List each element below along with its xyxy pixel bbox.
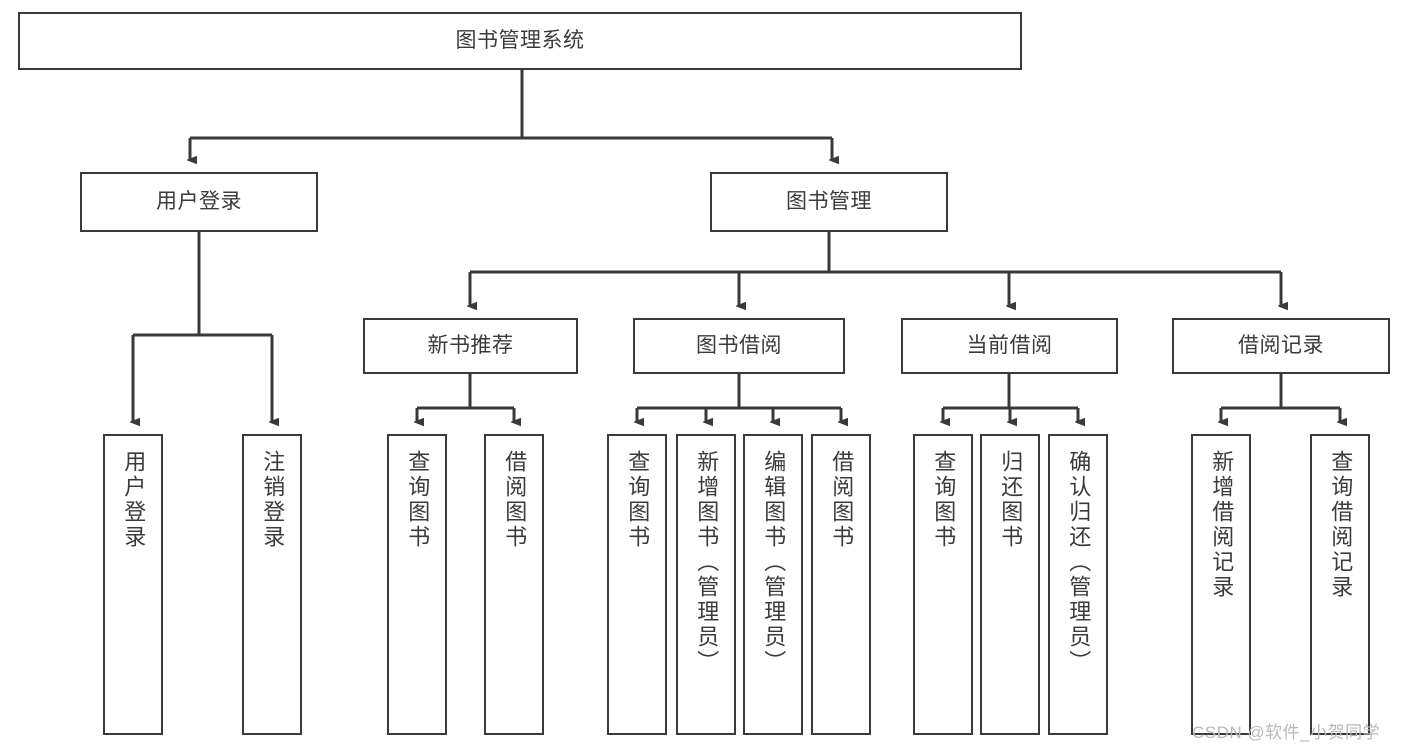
node-user-login[interactable]: 用户登录 bbox=[80, 172, 318, 232]
node-leaf-logout[interactable]: 注销登录 bbox=[242, 434, 302, 735]
node-leaf-user-login-label: 用户登录 bbox=[121, 450, 147, 550]
node-leaf-query-book-2[interactable]: 查询图书 bbox=[607, 434, 667, 735]
node-leaf-confirm-return-label: 确认归还（管理员） bbox=[1066, 450, 1092, 675]
node-leaf-add-record-label: 新增借阅记录 bbox=[1209, 450, 1235, 600]
node-leaf-query-record-label: 查询借阅记录 bbox=[1328, 450, 1354, 600]
node-leaf-confirm-return[interactable]: 确认归还（管理员） bbox=[1048, 434, 1108, 735]
node-borrow-record-label: 借阅记录 bbox=[1238, 333, 1324, 357]
node-leaf-borrow-book-1-label: 借阅图书 bbox=[502, 450, 528, 550]
node-leaf-edit-book[interactable]: 编辑图书（管理员） bbox=[743, 434, 803, 735]
node-leaf-borrow-book-2[interactable]: 借阅图书 bbox=[811, 434, 871, 735]
node-book-borrow[interactable]: 图书借阅 bbox=[633, 318, 845, 374]
node-borrow-record[interactable]: 借阅记录 bbox=[1172, 318, 1390, 374]
node-book-manage[interactable]: 图书管理 bbox=[710, 172, 948, 232]
node-current-borrow[interactable]: 当前借阅 bbox=[901, 318, 1118, 374]
node-leaf-return-book[interactable]: 归还图书 bbox=[980, 434, 1040, 735]
node-leaf-edit-book-label: 编辑图书（管理员） bbox=[761, 450, 787, 675]
node-leaf-borrow-book-1[interactable]: 借阅图书 bbox=[484, 434, 544, 735]
node-root[interactable]: 图书管理系统 bbox=[18, 12, 1022, 70]
node-leaf-query-book-1-label: 查询图书 bbox=[405, 450, 431, 550]
node-leaf-add-record[interactable]: 新增借阅记录 bbox=[1191, 434, 1251, 735]
node-leaf-query-record[interactable]: 查询借阅记录 bbox=[1310, 434, 1370, 735]
node-leaf-logout-label: 注销登录 bbox=[260, 450, 286, 550]
node-new-book-rec[interactable]: 新书推荐 bbox=[363, 318, 578, 374]
node-leaf-add-book-label: 新增图书（管理员） bbox=[694, 450, 720, 675]
node-book-manage-label: 图书管理 bbox=[786, 189, 872, 213]
node-book-borrow-label: 图书借阅 bbox=[696, 333, 782, 357]
node-user-login-label: 用户登录 bbox=[156, 189, 242, 213]
node-current-borrow-label: 当前借阅 bbox=[966, 333, 1053, 357]
node-leaf-query-book-2-label: 查询图书 bbox=[625, 450, 651, 550]
node-leaf-query-book-3-label: 查询图书 bbox=[931, 450, 957, 550]
node-leaf-borrow-book-2-label: 借阅图书 bbox=[829, 450, 855, 550]
node-leaf-user-login[interactable]: 用户登录 bbox=[103, 434, 163, 735]
node-leaf-return-book-label: 归还图书 bbox=[998, 450, 1024, 550]
node-leaf-add-book[interactable]: 新增图书（管理员） bbox=[676, 434, 736, 735]
node-leaf-query-book-3[interactable]: 查询图书 bbox=[913, 434, 973, 735]
node-root-label: 图书管理系统 bbox=[455, 28, 585, 52]
node-new-book-rec-label: 新书推荐 bbox=[427, 333, 514, 357]
node-leaf-query-book-1[interactable]: 查询图书 bbox=[387, 434, 447, 735]
